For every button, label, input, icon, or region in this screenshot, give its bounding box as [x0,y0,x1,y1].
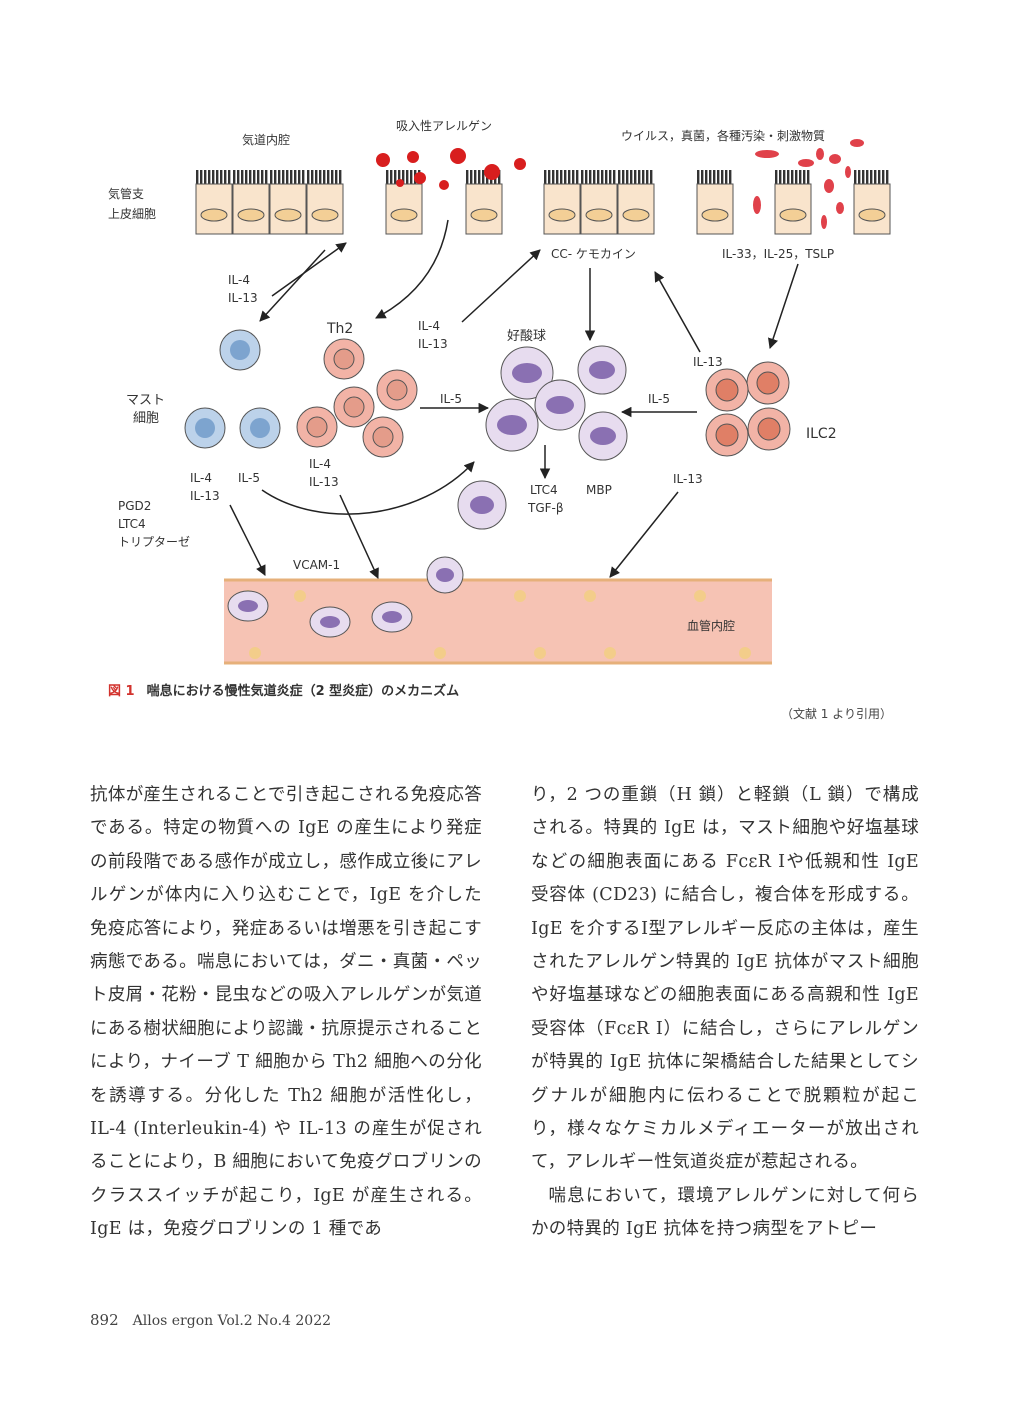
body-column-left: 抗体が産生されることで引き起こされる免疫応答である。特定の物質への IgE の産… [90,779,482,1247]
figure-caption: 図 1 喘息における慢性気道炎症（2 型炎症）のメカニズム [108,680,459,699]
journal-name: Allos ergon Vol.2 No.4 2022 [132,1313,332,1329]
label-il13-e: IL-13 [309,475,339,489]
body-paragraph: 喘息において，環境アレルゲンに対して何らかの特異的 IgE 抗体を持つ病型をアト… [531,1185,919,1240]
figure-caption-text: 喘息における慢性気道炎症（2 型炎症）のメカニズム [146,684,460,699]
eosinophils [457,345,628,530]
label-vessel-lumen: 血管内腔 [687,618,735,633]
label-il4-a: IL-4 [228,273,250,287]
label-il13-f: IL-13 [673,472,703,486]
label-mast-cell-1: マスト [126,393,165,408]
label-ltc4-b: LTC4 [118,517,146,531]
figure-labels: 気道内腔 吸入性アレルゲン ウイルス，真菌，各種汚染・刺激物質 気管支 上皮細胞… [108,119,837,633]
pathway-arrows [229,219,799,579]
label-cc-chemokine: CC- ケモカイン [551,247,636,261]
ilc2-cells [705,361,791,457]
label-airway-lumen: 気道内腔 [242,132,290,147]
label-pgd2: PGD2 [118,499,151,513]
label-il5-a: IL-5 [440,392,462,406]
label-il4-d: IL-4 [309,457,331,471]
label-ilc2: ILC2 [806,426,837,442]
body-paragraph: 抗体が産生されることで引き起こされる免疫応答である。特定の物質への IgE の産… [90,785,482,1240]
allergen-particles [376,148,526,190]
mast-cells [184,329,281,449]
label-ltc4-a: LTC4 [530,483,558,497]
label-il4-b: IL-4 [418,319,440,333]
label-epithelium-1: 気管支 [108,186,144,201]
label-il13-d: IL-13 [190,489,220,503]
label-il13-b: IL-13 [418,337,448,351]
figure-citation: （文献 1 より引用） [780,707,892,721]
asthma-mechanism-figure: 気道内腔 吸入性アレルゲン ウイルス，真菌，各種汚染・刺激物質 気管支 上皮細胞… [108,119,891,665]
page-number: 892 [90,1311,119,1329]
pollutant-particles [753,139,864,229]
label-il4-c: IL-4 [190,471,212,485]
label-th2: Th2 [326,321,353,337]
body-paragraph: り，2 つの重鎖（H 鎖）と軽鎖（L 鎖）で構成される。特異的 IgE は，マス… [531,785,919,1173]
blood-vessel [224,556,772,665]
th2-cells [296,338,418,458]
figure-number: 図 1 [108,684,135,699]
label-il5-c: IL-5 [238,471,260,485]
label-il13-c: IL-13 [693,355,723,369]
label-il5-b: IL-5 [648,392,670,406]
body-column-right: り，2 つの重鎖（H 鎖）と軽鎖（L 鎖）で構成される。特異的 IgE は，マス… [531,779,919,1247]
epithelial-cells-center [543,170,655,235]
label-vcam1: VCAM-1 [293,558,340,572]
label-eosinophil: 好酸球 [507,329,546,344]
label-tryptase: トリプターゼ [118,535,190,549]
label-virus-pollutants: ウイルス，真菌，各種汚染・刺激物質 [621,128,825,143]
label-il13-a: IL-13 [228,291,258,305]
label-mast-cell-2: 細胞 [133,411,159,426]
label-il33-il25-tslp: IL-33，IL-25，TSLP [722,247,834,261]
label-tgf-beta: TGF-β [527,501,564,515]
epithelial-cells-right [696,170,891,235]
epithelial-cells-allergen [385,170,503,235]
label-mbp: MBP [586,483,612,497]
label-inhaled-allergen: 吸入性アレルゲン [396,119,492,133]
page-footer: 892 Allos ergon Vol.2 No.4 2022 [90,1311,331,1329]
epithelial-cells-left [195,170,344,235]
label-epithelium-2: 上皮細胞 [108,207,156,221]
